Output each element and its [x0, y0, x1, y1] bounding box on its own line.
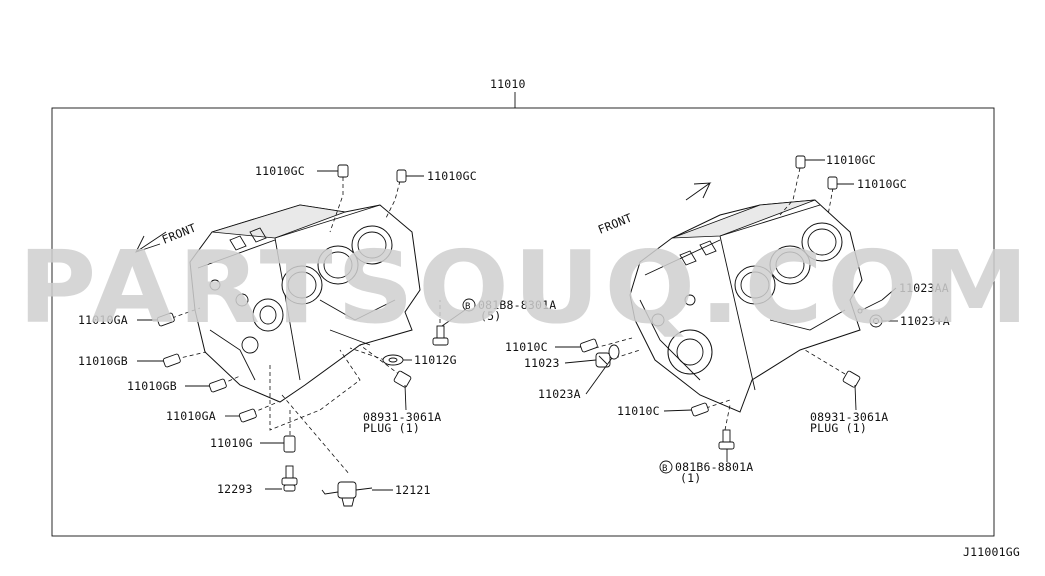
right-pin-11023aa-icon [857, 299, 883, 314]
label-right-11010c-upper[interactable]: 11010C [505, 340, 548, 354]
label-left-11010gb-upper[interactable]: 11010GB [78, 354, 128, 368]
assembly-frame [51, 107, 995, 537]
left-washer-11012g-icon [382, 354, 404, 366]
left-bolt-12293-icon [281, 465, 298, 492]
label-right-11023a[interactable]: 11023A [538, 387, 581, 401]
label-left-12293[interactable]: 12293 [217, 482, 253, 496]
left-bolt-b-letter: B [465, 302, 471, 312]
label-left-11010ga-lower[interactable]: 11010GA [166, 409, 216, 423]
label-right-08931-3061a[interactable]: 08931-3061A [810, 410, 888, 424]
label-right-11023aa[interactable]: 11023AA [899, 281, 949, 295]
label-left-11010gc-2[interactable]: 11010GC [427, 169, 477, 183]
label-left-11010ga-upper[interactable]: 11010GA [78, 313, 128, 327]
left-plug-08931-icon [393, 370, 412, 388]
left-dowel-gc-1-icon [337, 164, 349, 178]
label-left-bolt-qty: (5) [480, 309, 501, 323]
label-left-08931-3061a[interactable]: 08931-3061A [363, 410, 441, 424]
left-dowel-gb-upper-icon [162, 353, 181, 368]
right-front-arrow-icon [685, 182, 712, 201]
left-dowel-gb-lower-icon [208, 378, 227, 393]
assembly-number-label[interactable]: 11010 [490, 77, 526, 91]
label-right-plug: PLUG (1) [810, 421, 867, 435]
left-dowel-ga-lower-icon [238, 408, 257, 423]
left-sensor-12121-icon [321, 481, 373, 507]
left-bolt-081b8-icon [432, 325, 449, 346]
watermark: PARTSOUQ.COM [18, 229, 1033, 346]
label-left-081b8-8301a[interactable]: 081B8-8301A [478, 298, 556, 312]
right-dowel-11010c-lower-icon [690, 402, 709, 417]
label-right-11010gc-2[interactable]: 11010GC [857, 177, 907, 191]
left-front-arrow-icon [135, 231, 167, 253]
label-left-11010gc-1[interactable]: 11010GC [255, 164, 305, 178]
label-left-12121[interactable]: 12121 [395, 483, 431, 497]
left-engine-block[interactable] [189, 204, 421, 403]
label-right-11010c-lower[interactable]: 11010C [617, 404, 660, 418]
right-engine-block[interactable] [629, 199, 863, 413]
label-left-11012g[interactable]: 11012G [414, 353, 457, 367]
label-left-11010gb-lower[interactable]: 11010GB [127, 379, 177, 393]
left-sleeve-11010g-icon [283, 435, 296, 453]
right-oring-11023a-icon [608, 344, 620, 360]
right-dowel-gc-1-icon [795, 155, 806, 169]
diagram-code: J11001GG [963, 545, 1020, 559]
right-plug-11023-icon [595, 352, 611, 368]
label-right-081b6-8801a[interactable]: 081B6-8801A [675, 460, 753, 474]
right-plug-11023a-plus-icon [869, 314, 883, 328]
left-bolt-b-symbol-icon: B [462, 298, 476, 312]
label-left-plug: PLUG (1) [363, 421, 420, 435]
left-dowel-gc-2-icon [396, 169, 407, 183]
right-dowel-11010c-upper-icon [579, 338, 598, 353]
right-plug-08931-icon [842, 370, 861, 388]
label-right-bolt-qty: (1) [680, 471, 701, 485]
label-right-11023[interactable]: 11023 [524, 356, 560, 370]
right-bolt-081b6-icon [718, 429, 735, 450]
label-right-11023-plus-a[interactable]: 11023+A [900, 314, 950, 328]
label-left-11010g[interactable]: 11010G [210, 436, 253, 450]
right-dowel-gc-2-icon [827, 176, 838, 190]
left-dowel-ga-upper-icon [156, 312, 175, 327]
right-bolt-b-letter: B [662, 464, 668, 474]
right-bolt-b-symbol-icon: B [659, 460, 673, 474]
label-right-11010gc-1[interactable]: 11010GC [826, 153, 876, 167]
